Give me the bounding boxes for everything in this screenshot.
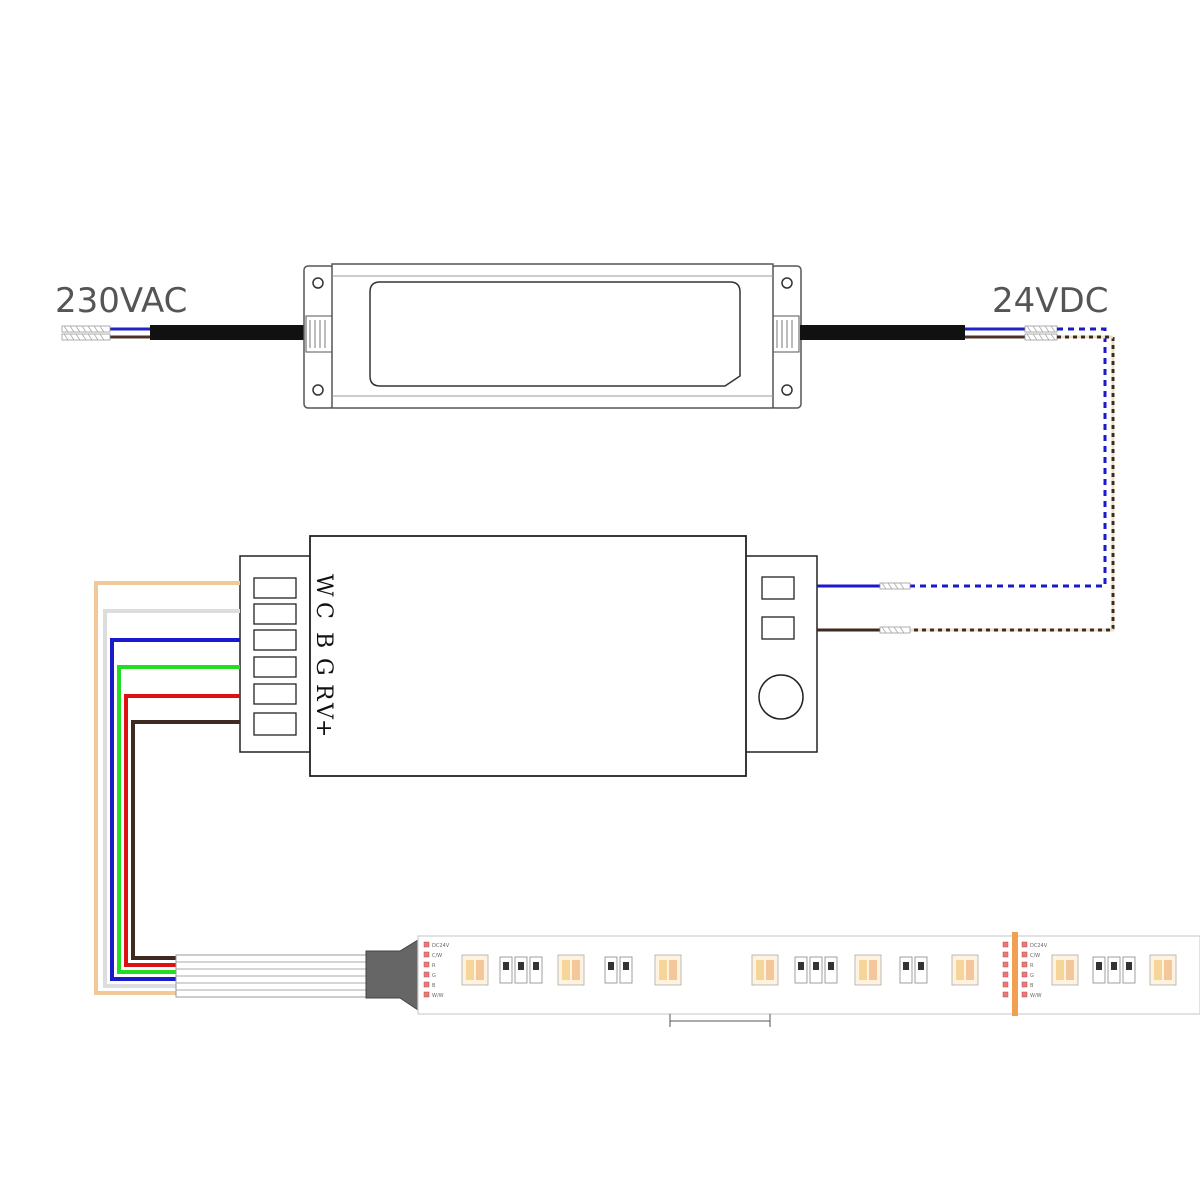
- terminal-label-r: R: [311, 684, 336, 702]
- controller-input-leads: [817, 582, 911, 634]
- strip-pad-label-r: R: [432, 963, 436, 969]
- strip-pad-label-ww: W/W: [432, 993, 444, 999]
- strip-pad-label-right-b: B: [1030, 983, 1034, 989]
- terminal-label-c: C: [311, 602, 336, 619]
- ac-input-label: 230VAC: [55, 281, 187, 321]
- strip-pad-label-right-g: G: [1030, 973, 1034, 979]
- dc-link-wires: [910, 327, 1115, 632]
- led-strip: DC24V C/W R G B W/W: [417, 932, 1200, 1027]
- terminal-label-b: B: [311, 632, 336, 648]
- controller-button: [758, 674, 804, 720]
- power-supply: [303, 263, 802, 409]
- ac-input-cable: [61, 325, 310, 341]
- terminal-label-w: W: [311, 574, 336, 597]
- led-chip: [854, 954, 882, 986]
- segment-dimension-marker: [669, 1014, 771, 1027]
- strip-pad-label-right-cw: C/W: [1030, 953, 1040, 959]
- led-chip: [751, 954, 779, 986]
- strip-pad-label-dc24v: DC24V: [432, 943, 450, 949]
- cut-point-pads: [1002, 932, 1028, 1016]
- output-wires: [94, 581, 419, 1011]
- dc-output-label: 24VDC: [992, 281, 1108, 321]
- led-chip: [461, 954, 489, 986]
- led-chip: [951, 954, 979, 986]
- terminal-label-vplus: V+: [311, 702, 336, 737]
- led-chip: [557, 954, 585, 986]
- strip-pad-label-g: G: [432, 973, 436, 979]
- strip-pad-label-right-ww: W/W: [1030, 993, 1042, 999]
- terminal-label-g: G: [311, 658, 336, 676]
- strip-pad-label-b: B: [432, 983, 436, 989]
- led-chip: [1149, 954, 1177, 986]
- strip-pad-label-right-dc24v: DC24V: [1030, 943, 1048, 949]
- strip-pad-label-right-r: R: [1030, 963, 1034, 969]
- controller: [239, 535, 818, 777]
- led-chip: [654, 954, 682, 986]
- strip-pad-label-cw: C/W: [432, 953, 442, 959]
- led-chip: [1051, 954, 1079, 986]
- dc-output-cable: [800, 325, 1058, 341]
